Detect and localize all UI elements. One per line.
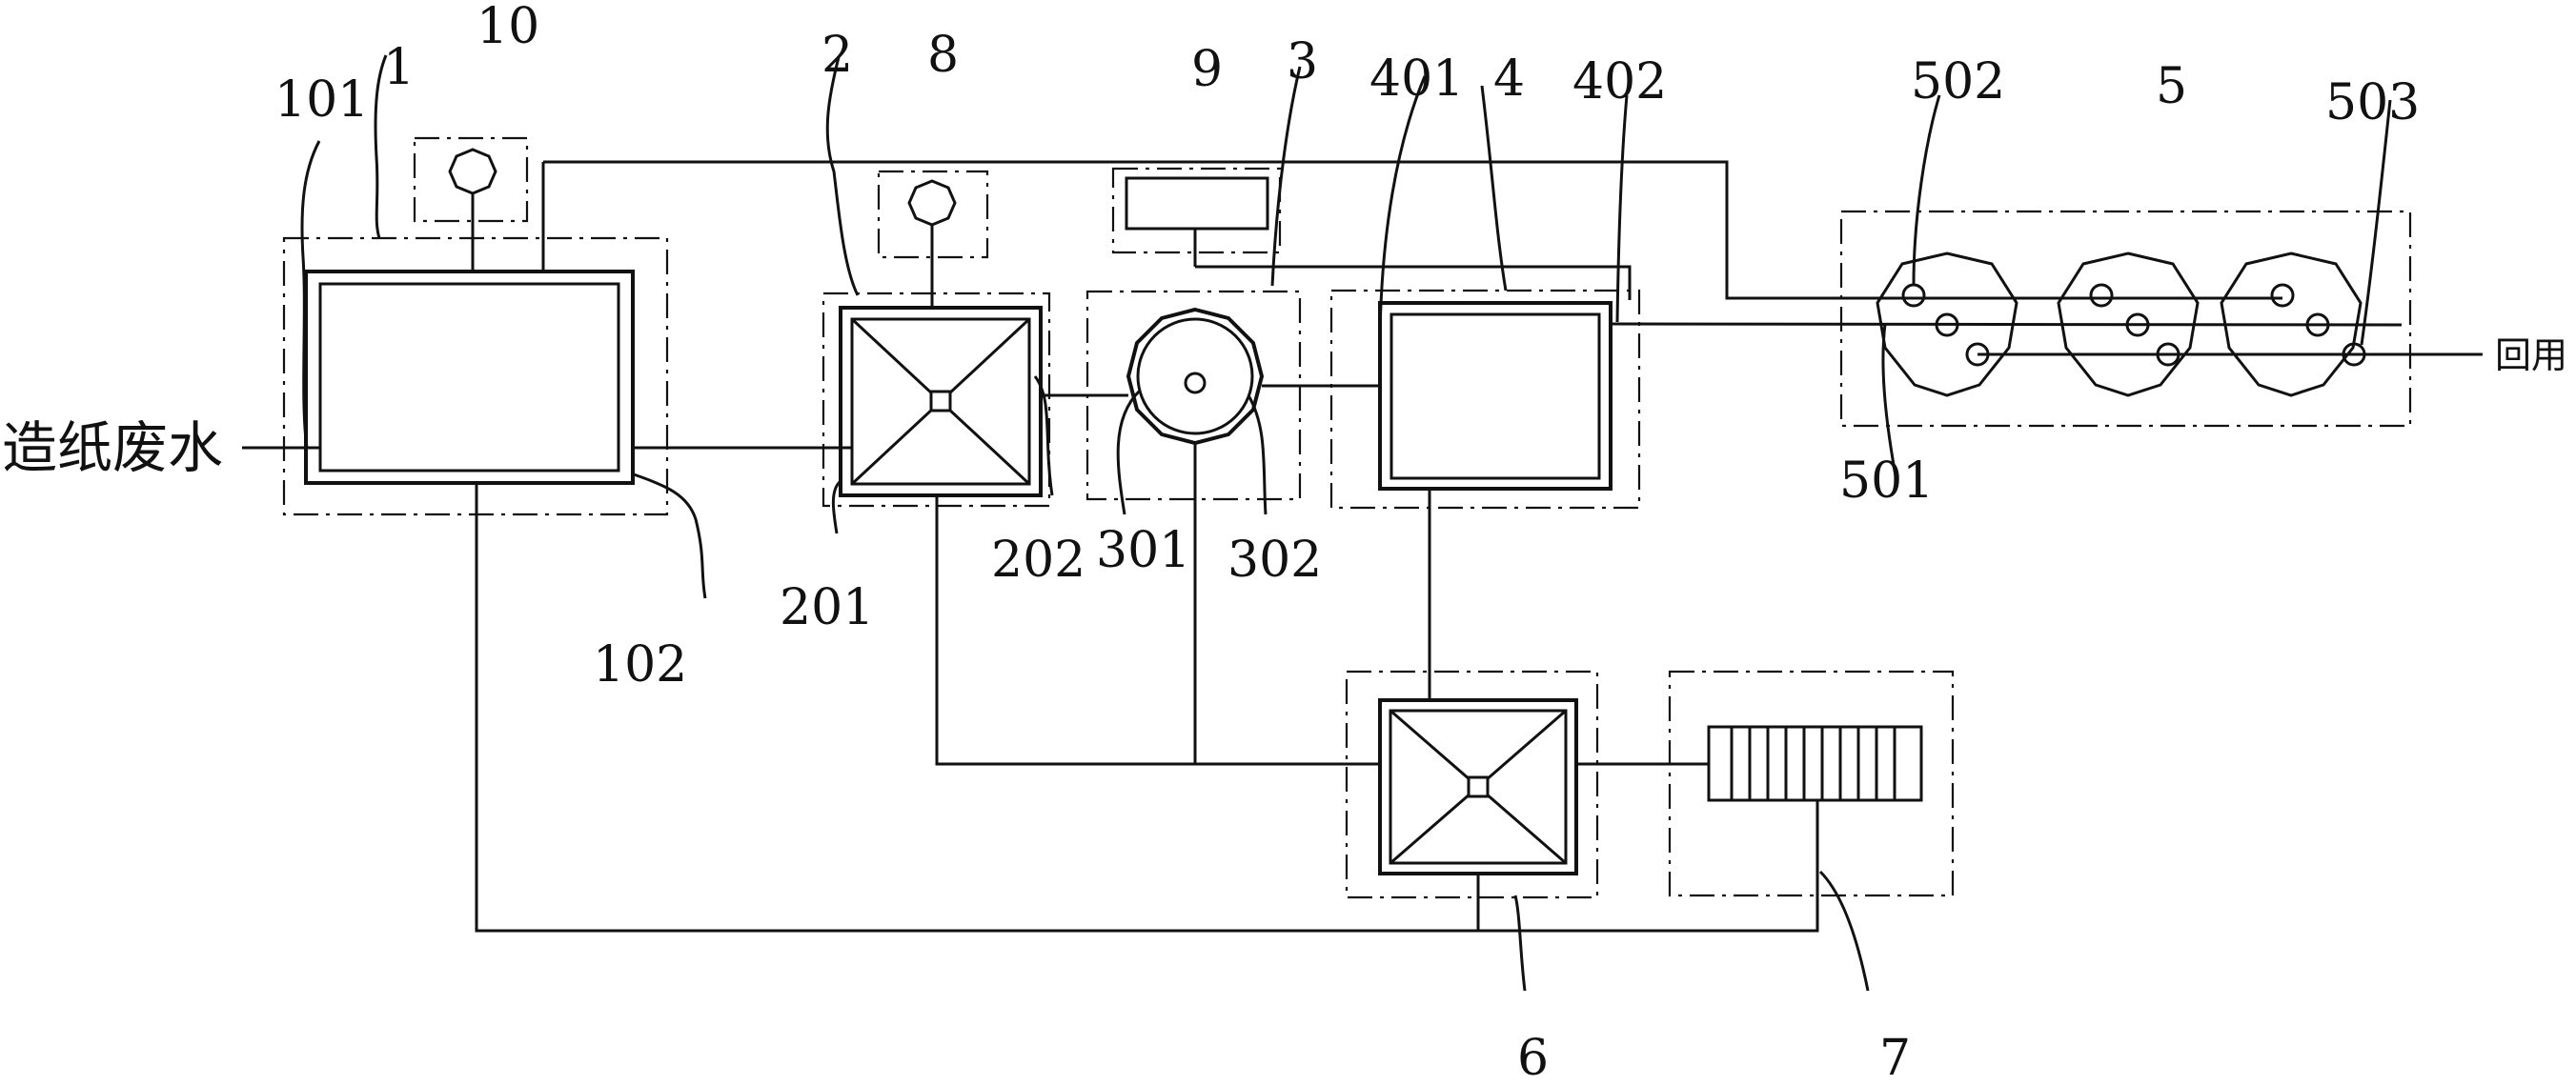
label-502: 502 <box>1911 53 2005 111</box>
label-8: 8 <box>927 27 959 84</box>
unit-1-tank <box>282 236 669 516</box>
unit-6-settler <box>1345 670 1599 899</box>
label-101: 101 <box>274 71 369 129</box>
unit-4-tank <box>1329 289 1641 510</box>
label-201: 201 <box>780 579 874 636</box>
input-label: 造纸废水 <box>2 415 223 480</box>
pipes <box>242 160 2483 933</box>
label-2: 2 <box>821 27 853 84</box>
label-4: 4 <box>1493 50 1525 108</box>
unit-7-press <box>1668 670 1955 897</box>
leader-lines <box>300 54 2392 992</box>
reference-labels: 101 1 10 102 2 8 201 202 9 3 301 302 401… <box>274 0 2420 1086</box>
label-503: 503 <box>2325 74 2420 131</box>
label-301: 301 <box>1096 522 1190 579</box>
label-6: 6 <box>1517 1030 1549 1086</box>
output-label: 回用 <box>2495 334 2567 376</box>
label-102: 102 <box>593 636 687 694</box>
label-7: 7 <box>1879 1030 1911 1086</box>
label-3: 3 <box>1287 33 1318 90</box>
unit-2-settler <box>821 292 1051 508</box>
label-10: 10 <box>477 0 539 55</box>
unit-8-pump <box>877 170 989 308</box>
unit-5-filter-columns <box>1839 210 2412 428</box>
label-501: 501 <box>1839 452 1934 510</box>
label-1: 1 <box>383 39 415 96</box>
label-202: 202 <box>991 532 1085 589</box>
label-402: 402 <box>1572 53 1667 111</box>
label-302: 302 <box>1227 532 1322 589</box>
unit-10-pump <box>413 136 529 272</box>
unit-9-controller <box>1111 167 1632 300</box>
label-5: 5 <box>2156 58 2187 115</box>
label-9: 9 <box>1191 41 1223 98</box>
label-401: 401 <box>1369 50 1464 108</box>
